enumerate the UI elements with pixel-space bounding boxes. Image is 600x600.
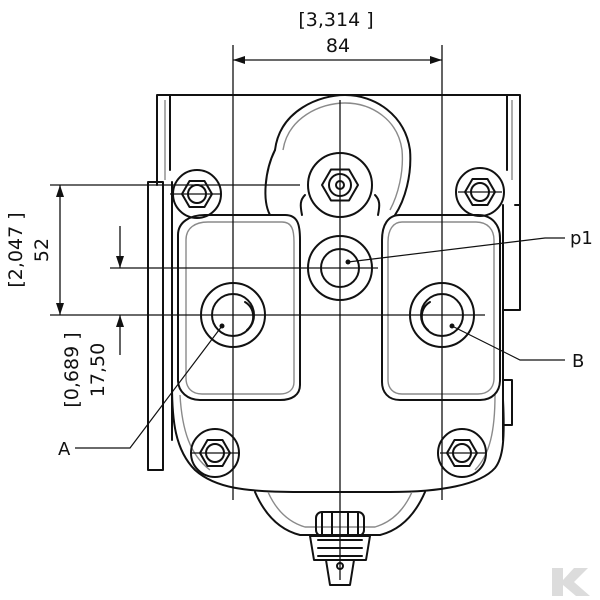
dimension-width-inch: [3,314 ] bbox=[298, 9, 373, 31]
dimension-height-mm: 52 bbox=[31, 238, 53, 262]
k-logo-icon bbox=[552, 568, 590, 596]
label-port-p1: p1 bbox=[570, 228, 593, 249]
label-port-a: A bbox=[58, 439, 71, 460]
dimension-17-50: [0,689 ] 17,50 bbox=[61, 226, 124, 408]
dimension-offset-inch: [0,689 ] bbox=[61, 332, 83, 407]
dimension-height-inch: [2,047 ] bbox=[5, 212, 27, 287]
dimension-offset-mm: 17,50 bbox=[87, 343, 109, 397]
label-port-b: B bbox=[572, 351, 584, 372]
center-lines bbox=[50, 45, 502, 580]
leader-a: A bbox=[58, 323, 225, 460]
dimension-52: [2,047 ] 52 bbox=[5, 185, 64, 315]
leader-p1: p1 bbox=[345, 228, 593, 265]
dimension-width-mm: 84 bbox=[326, 35, 350, 57]
dimension-84: [3,314 ] 84 bbox=[233, 9, 442, 64]
leader-b: B bbox=[449, 323, 584, 372]
pump-housing bbox=[147, 94, 521, 536]
